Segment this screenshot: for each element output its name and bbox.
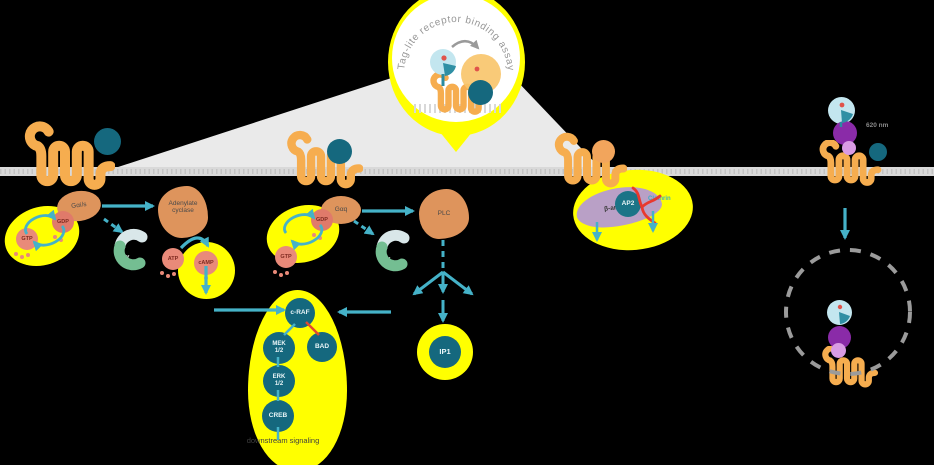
linker-ball (842, 141, 856, 155)
downstream-label: downstream signaling (246, 436, 320, 445)
adenylate-cyclase-label: Adenylate cyclase (168, 200, 198, 215)
creb-label: CREB (268, 412, 288, 420)
craf-label: c-RAF (290, 309, 310, 317)
ap2-label: AP2 (621, 200, 635, 208)
gdp-molecule: GDP (52, 211, 74, 233)
gtp2-label: GTP (280, 254, 292, 260)
ligand-ball-internalization (869, 143, 887, 161)
ip1-label: IP1 (439, 346, 451, 356)
acceptor-ligand-ball (468, 80, 493, 105)
craf-node: c-RAF (285, 298, 315, 328)
gdp2-molecule: GDP (311, 209, 333, 231)
plc-enzyme: PLC (419, 189, 469, 239)
atp-molecule: ATP (162, 248, 184, 270)
bad-node: BAD (307, 332, 337, 362)
ligand-ball-gq (327, 139, 352, 164)
gtp-molecule: GTP (16, 228, 38, 250)
gdp-label: GDP (57, 219, 69, 225)
plc-label: PLC (437, 210, 451, 218)
erk-label: ERK 1/2 (272, 374, 286, 387)
bad-label: BAD (314, 343, 330, 351)
ap2-node: AP2 (615, 191, 641, 217)
ligand-ball-arrestin (592, 140, 615, 163)
mek-label: MEK 1/2 (272, 341, 286, 354)
atp-label: ATP (167, 256, 179, 262)
ip1-node: IP1 (429, 336, 461, 368)
g-protein-gq-label: Gαq (334, 206, 348, 214)
wavelength-label: 620 nm (866, 122, 889, 129)
gtp-label: GTP (21, 236, 33, 242)
endosome-linker-ball (831, 343, 846, 358)
gdp2-label: GDP (316, 217, 328, 223)
gtp2-molecule: GTP (275, 246, 297, 268)
adenylate-cyclase (158, 186, 208, 238)
ligand-ball-gi (94, 128, 121, 155)
camp-label: cAMP (198, 260, 214, 266)
cell-membrane (0, 167, 934, 176)
clathrin-label: Clathrin (648, 196, 671, 202)
creb-node: CREB (262, 400, 294, 432)
